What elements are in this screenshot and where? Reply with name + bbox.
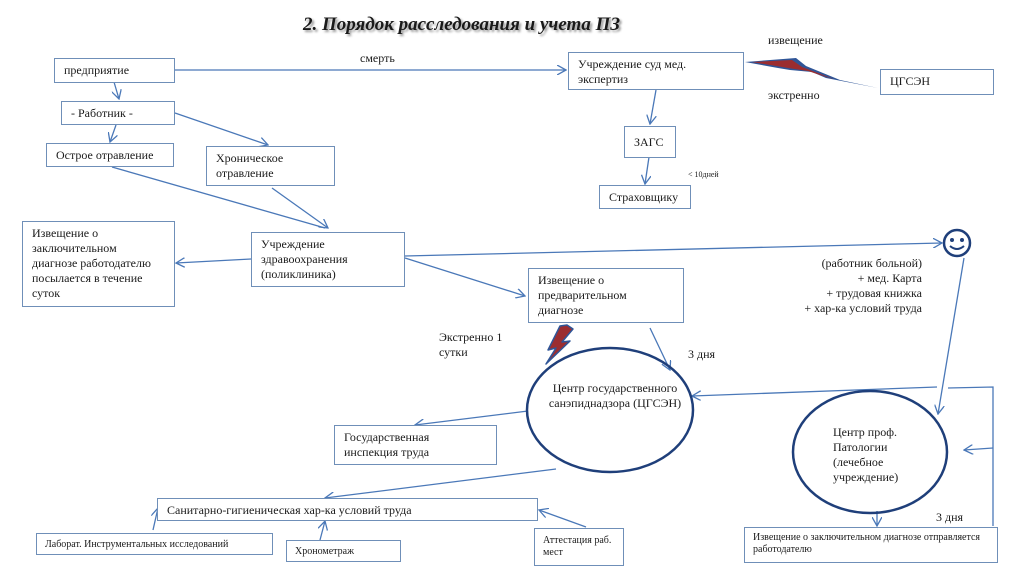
node-chronic-poisoning: Хроническое отравление bbox=[206, 146, 335, 186]
node-insurer: Страховщику bbox=[599, 185, 691, 209]
arrow-healthcare-prelim bbox=[404, 257, 525, 296]
arrow-healthcare-finalnotice bbox=[176, 259, 252, 263]
node-label: Извещение о предварительном диагнозе bbox=[538, 273, 627, 317]
node-label: Учреждение суд мед. экспертиз bbox=[578, 57, 687, 86]
node-label: Санитарно-гигиеническая хар-ка условий т… bbox=[167, 503, 412, 517]
label-three-days-2: 3 дня bbox=[936, 510, 964, 524]
label-three-days-1: 3 дня bbox=[688, 347, 716, 361]
arrow-chronic-healthcare bbox=[271, 187, 328, 228]
label-patient-docs: (работник больной) + мед. Карта + трудов… bbox=[804, 256, 922, 315]
node-label: Центр государственного санэпиднадзора (Ц… bbox=[548, 381, 682, 410]
node-label: ЦГСЭН bbox=[890, 74, 931, 88]
page-title: 2. Порядок расследования и учета ПЗ bbox=[303, 14, 621, 35]
label-ten-days: < 10дней bbox=[688, 170, 719, 179]
node-label: Лаборат. Инструментальных исследований bbox=[45, 539, 229, 550]
node-forensic-expertise: Учреждение суд мед. экспертиз bbox=[568, 52, 744, 90]
arrow-prelim-cgsen bbox=[649, 327, 670, 370]
node-enterprise: предприятие bbox=[54, 58, 175, 83]
arrow-timing-sanitary bbox=[320, 521, 325, 541]
arrow-smiley-profpath bbox=[938, 257, 965, 414]
node-final-notice-left: Извещение о заключительном диагнозе рабо… bbox=[22, 221, 175, 307]
node-sanitary-characteristic: Санитарно-гигиеническая хар-ка условий т… bbox=[157, 498, 538, 521]
arrow-worker-acute bbox=[110, 124, 116, 142]
arrow-cgsen-inspection bbox=[415, 410, 529, 425]
node-label: Извещение о заключительном диагнозе отпр… bbox=[753, 532, 981, 555]
arrow-worker-chronic bbox=[174, 112, 268, 145]
node-label: ЗАГС bbox=[634, 135, 664, 149]
arrow-enterprise-worker bbox=[114, 81, 119, 99]
label-urgent-1-day: Экстренно 1 сутки bbox=[439, 330, 503, 359]
arrow-attestation-sanitary bbox=[539, 510, 587, 528]
node-label: Хроническое отравление bbox=[216, 151, 284, 180]
arrow-to-profpath-right bbox=[964, 448, 994, 450]
arrow-healthcare-smiley bbox=[404, 243, 942, 257]
node-label: Извещение о заключительном диагнозе рабо… bbox=[32, 226, 151, 300]
node-label: - Работник - bbox=[71, 106, 133, 120]
label-urgent: экстренно bbox=[768, 88, 820, 102]
node-label: предприятие bbox=[64, 63, 130, 77]
node-prelim-notice: Извещение о предварительном диагнозе bbox=[528, 268, 684, 323]
arrow-to-cgsen-right bbox=[692, 386, 938, 396]
lightning-icon bbox=[545, 324, 574, 365]
arrow-zags-insurer bbox=[645, 156, 649, 184]
node-label: Государственная инспекция труда bbox=[344, 430, 430, 459]
node-final-notice-right: Извещение о заключительном диагнозе отпр… bbox=[744, 527, 998, 563]
node-label: Хронометраж bbox=[295, 546, 354, 557]
node-healthcare: Учреждение здравоохранения (поликлиника) bbox=[251, 232, 405, 287]
smiley-face-icon bbox=[942, 228, 972, 258]
node-label: Острое отравление bbox=[56, 148, 154, 162]
node-label: Страховщику bbox=[609, 190, 679, 204]
node-cgsen-center: Центр государственного санэпиднадзора (Ц… bbox=[540, 381, 690, 411]
node-timing: Хронометраж bbox=[286, 540, 401, 562]
node-labor-inspection: Государственная инспекция труда bbox=[334, 425, 497, 465]
node-zags: ЗАГС bbox=[624, 126, 676, 158]
lightning-icon bbox=[745, 58, 878, 88]
line-right-bracket bbox=[947, 386, 994, 526]
node-label: Учреждение здравоохранения (поликлиника) bbox=[261, 237, 348, 281]
node-cgsen-top: ЦГСЭН bbox=[880, 69, 994, 95]
node-label: Аттестация раб. мест bbox=[543, 535, 612, 558]
arrow-cgsen-sanitary bbox=[325, 468, 557, 498]
label-death: смерть bbox=[360, 51, 395, 65]
arrow-forensic-zags bbox=[650, 89, 657, 124]
node-worker: - Работник - bbox=[61, 101, 175, 125]
node-prof-pathology: Центр проф. Патологии (лечебное учрежден… bbox=[833, 425, 923, 485]
label-notice: извещение bbox=[768, 33, 823, 47]
node-label: Центр проф. Патологии (лечебное учрежден… bbox=[833, 425, 899, 484]
node-lab-research: Лаборат. Инструментальных исследований bbox=[36, 533, 273, 555]
node-acute-poisoning: Острое отравление bbox=[46, 143, 174, 167]
node-attestation: Аттестация раб. мест bbox=[534, 528, 624, 566]
